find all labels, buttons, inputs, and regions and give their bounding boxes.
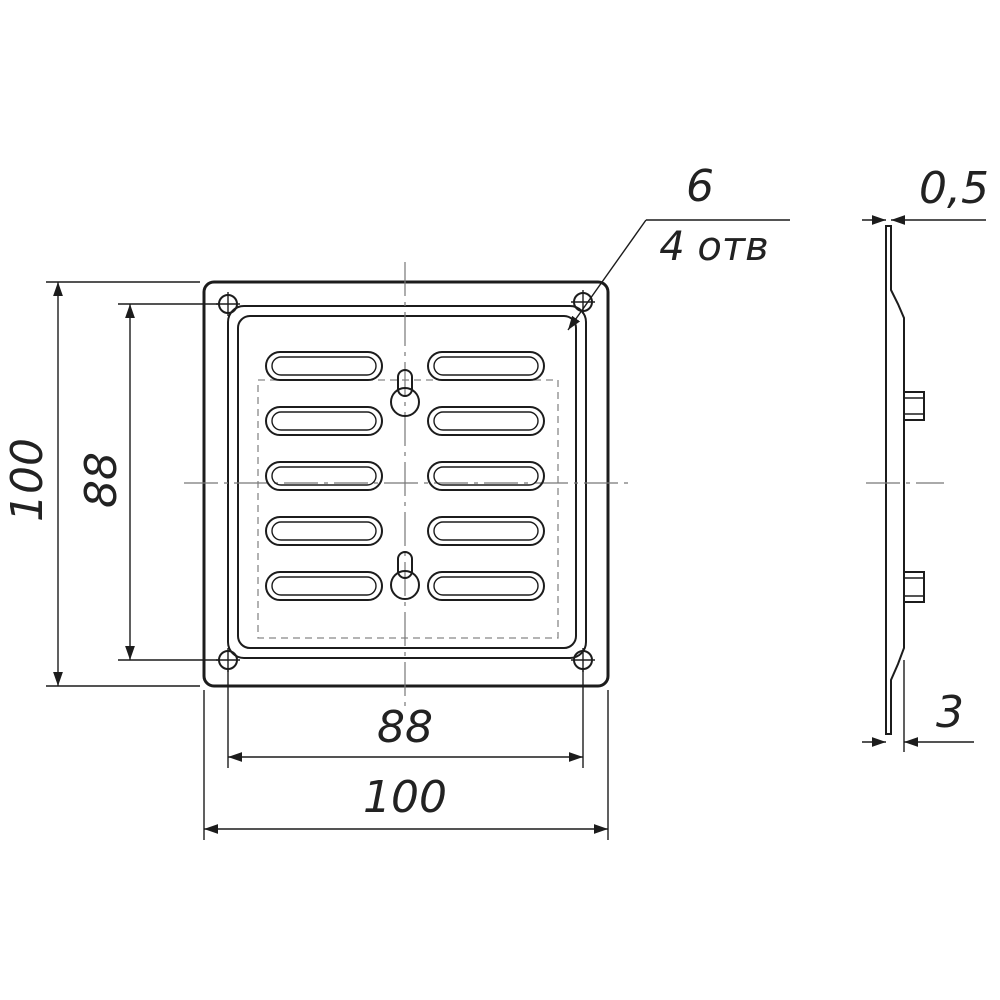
hole-spacing-height-label: 88 [76,452,127,508]
side-knob-bottom [903,571,925,603]
vent-slot [265,571,383,601]
dimension-sheet-thickness: 0,5 [862,163,989,225]
dimension-hole-spacing-width: 88 [227,668,584,768]
hole-diameter-label: 6 [686,161,714,212]
outer-plate-outline [202,280,610,688]
vent-slot [265,406,383,436]
vent-slot [427,351,545,381]
mounting-hole-top-right [571,290,595,314]
hole-spacing-width-label: 88 [377,702,433,753]
hidden-damper-outline [257,379,559,639]
hole-callout-leader: 6 4 отв [567,161,790,331]
outer-width-label: 100 [363,772,447,823]
dimension-total-depth: 3 [862,660,974,752]
side-knob-top [903,391,925,421]
dimension-outer-height: 100 [2,281,200,687]
vent-slot [265,351,383,381]
embossed-frame-outer [227,305,587,659]
outer-height-label: 100 [2,438,53,522]
vent-slot [265,516,383,546]
vent-slot [427,571,545,601]
total-depth-label: 3 [936,687,964,738]
hole-count-label: 4 отв [659,224,769,270]
front-view [184,262,628,706]
keyhole-knob-top [390,369,420,417]
side-profile [885,225,905,735]
side-view [866,225,944,735]
vent-slot [427,461,545,491]
dimension-hole-spacing-height: 88 [76,303,220,661]
vent-slot [265,461,383,491]
keyhole-knob-bottom [390,551,420,600]
dimension-outer-width: 100 [203,690,609,840]
vent-slot [427,516,545,546]
sheet-thickness-label: 0,5 [919,163,989,214]
vent-slot [427,406,545,436]
embossed-frame-inner [237,315,577,649]
ventilation-slots [265,351,545,601]
